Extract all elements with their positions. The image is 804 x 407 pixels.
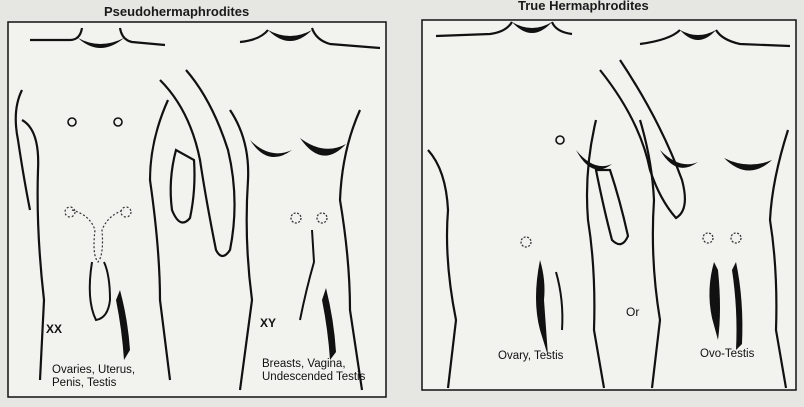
title-true-hermaphrodites: True Hermaphrodites — [518, 0, 649, 13]
caption-figure-4-line-1: Ovo-Testis — [700, 348, 754, 361]
caption-figure-1-line-1: Ovaries, Uterus, — [52, 364, 135, 377]
caption-figure-4: Ovo-Testis — [700, 348, 754, 361]
karyotype-xy: XY — [260, 316, 276, 330]
caption-figure-1-line-2: Penis, Testis — [52, 377, 135, 390]
title-pseudohermaphrodites: Pseudohermaphrodites — [104, 4, 249, 19]
caption-figure-2-line-2: Undescended Testis — [262, 371, 365, 384]
connector-or: Or — [626, 306, 639, 319]
caption-figure-2-line-1: Breasts, Vagina, — [262, 358, 365, 371]
karyotype-xx: XX — [46, 322, 62, 336]
caption-figure-3: Ovary, Testis — [498, 350, 563, 363]
caption-figure-3-line-1: Ovary, Testis — [498, 350, 563, 363]
caption-figure-2: Breasts, Vagina, Undescended Testis — [262, 358, 365, 384]
caption-figure-1: Ovaries, Uterus, Penis, Testis — [52, 364, 135, 390]
